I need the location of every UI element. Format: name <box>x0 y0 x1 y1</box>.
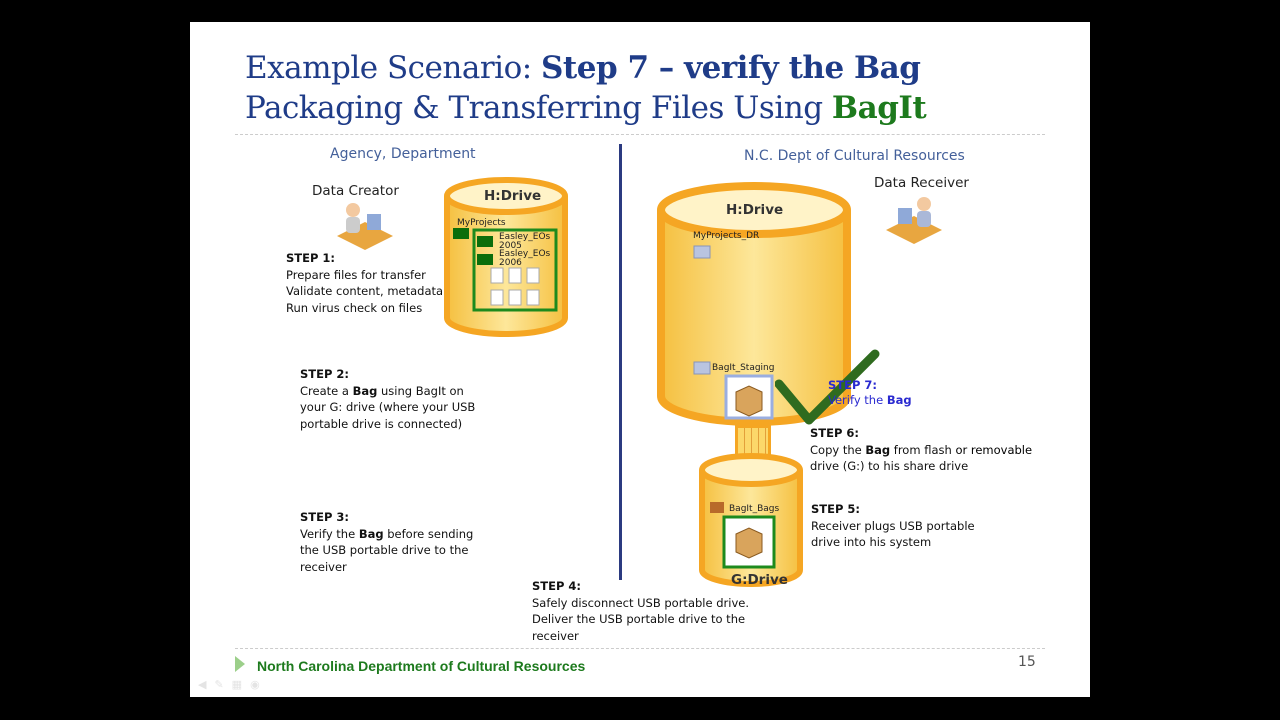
left-hdrive-label: H:Drive <box>484 188 542 204</box>
data-creator-label: Data Creator <box>312 183 399 199</box>
left-heading: Agency, Department <box>330 146 476 162</box>
slide: Example Scenario: Step 7 – verify the Ba… <box>190 22 1090 697</box>
folder-myprojects: MyProjects <box>457 218 506 228</box>
folder-myprojects-dr: MyProjects_DR <box>693 231 760 241</box>
right-hdrive-cylinder <box>657 182 851 426</box>
footer-arrow-icon <box>235 656 245 672</box>
title-line-1: Example Scenario: Step 7 – verify the Ba… <box>245 50 921 86</box>
left-hdrive-cylinder <box>444 177 568 337</box>
folder-easley-2006: Easley_EOs 2006 <box>499 249 551 268</box>
footer-divider <box>235 648 1045 649</box>
right-hdrive-label: H:Drive <box>726 202 784 218</box>
page-number: 15 <box>1018 654 1036 670</box>
step-4: STEP 4:Safely disconnect USB portable dr… <box>532 579 749 643</box>
folder-easley-2005: Easley_EOs 2005 <box>499 232 551 251</box>
title-line-2: Packaging & Transferring Files Using Bag… <box>245 90 927 126</box>
right-heading: N.C. Dept of Cultural Resources <box>744 148 965 164</box>
person-computer-icon <box>886 197 942 244</box>
folder-bagit-staging: BagIt_Staging <box>712 363 775 373</box>
data-receiver-label: Data Receiver <box>874 175 969 191</box>
column-divider <box>619 144 622 580</box>
step-6: STEP 6:Copy the Bag from flash or remova… <box>810 426 1033 473</box>
gdrive-label: G:Drive <box>731 572 788 588</box>
title-divider <box>235 134 1045 135</box>
slide-controls[interactable]: ◀✎▦◉ <box>198 678 268 691</box>
footer-org: North Carolina Department of Cultural Re… <box>257 658 586 674</box>
person-computer-icon <box>337 203 393 250</box>
gdrive-cylinder <box>699 453 803 587</box>
folder-bagit-bags: BagIt_Bags <box>729 504 780 514</box>
step-7: STEP 7:Verify the Bag <box>828 378 912 407</box>
checkmark-icon <box>775 349 880 425</box>
